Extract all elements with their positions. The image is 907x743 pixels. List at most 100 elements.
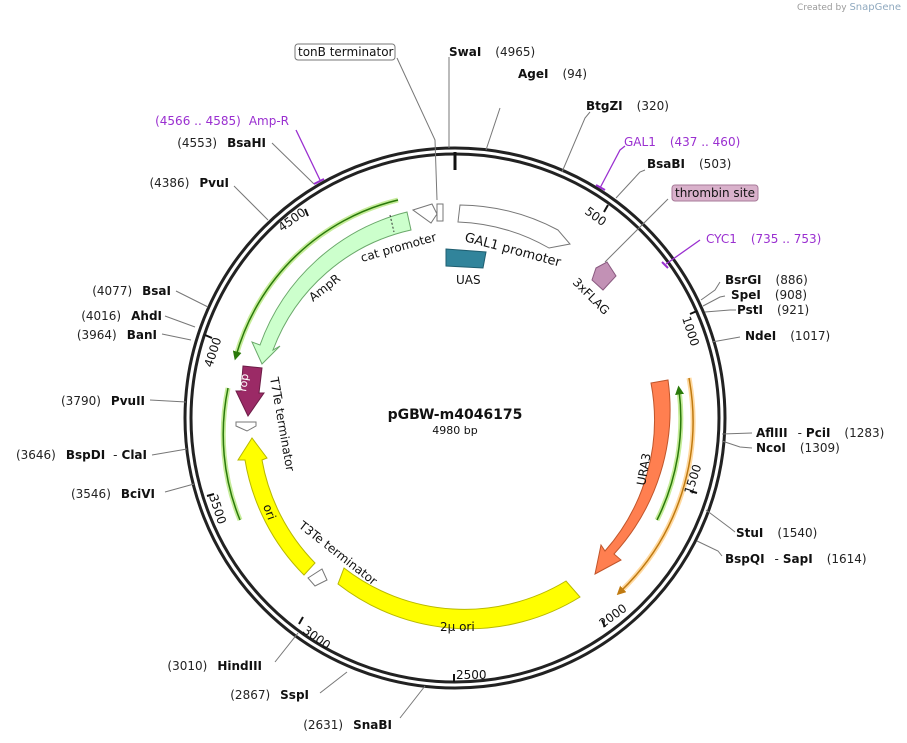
leader-tonb (396, 57, 438, 201)
feature-ura3-label: URA3 (634, 452, 653, 486)
thrombin-box (671, 184, 759, 202)
enzyme-afliii-pcii: AflIII-PciI(1283) (756, 426, 884, 440)
enzyme-bspdi-name: BspDI (66, 448, 105, 462)
enzyme-sspi-name: SspI (280, 688, 309, 702)
feature-uas-label: UAS (456, 273, 481, 287)
leader-pvui (233, 185, 269, 221)
enzyme-psti-name: PstI (737, 303, 763, 317)
enzyme-snabi: (2631) SnaBI (303, 718, 392, 732)
orange-orf-line (616, 377, 694, 596)
enzyme-stui-pos: (1540) (777, 526, 817, 540)
leader-ahdi (164, 315, 196, 328)
enzyme-ndei-name: NdeI (745, 329, 776, 343)
enzyme-bsai: (4077)BsaI (92, 284, 171, 298)
credit-prefix: Created by (797, 3, 847, 13)
enzyme-btgzi-pos: (320) (637, 99, 669, 113)
enzyme-bsai-pos: (4077) (92, 284, 132, 298)
enzyme-swai: SwaI(4965) (449, 45, 535, 59)
leader-sspi (319, 671, 348, 694)
leader-bspqi (696, 540, 723, 557)
enzyme-spei: SpeI (908) (731, 288, 807, 302)
enzyme-bsabi-pos: (503) (699, 157, 731, 171)
ampr-orf-line (232, 199, 399, 361)
enzyme-bspqi-name: BspQI (725, 552, 765, 566)
leader-bsabi (615, 169, 646, 199)
marker-gal1-site (595, 184, 606, 191)
feature-cat-promoter-arrow (436, 203, 444, 222)
enzyme-bspdi-pos: (3646) (16, 448, 56, 462)
backbone-outer (183, 146, 727, 690)
enzyme-afliii-name: AflIII (756, 426, 788, 440)
enzyme-bcivi-pos: (3546) (71, 487, 111, 501)
snapgene-credit: Created by SnapGene (797, 2, 901, 13)
enzyme-spei-name: SpeI (731, 288, 761, 302)
site-leaders (295, 129, 701, 269)
feature-rop-label: rop (236, 373, 251, 393)
enzyme-clai-name: ClaI (122, 448, 147, 462)
leader-afliii (721, 432, 753, 435)
feature-ori-label: ori (260, 502, 278, 521)
enzyme-stui: StuI (1540) (736, 526, 817, 540)
enzyme-psti-pos: (921) (777, 303, 809, 317)
enzyme-ndei-pos: (1017) (790, 329, 830, 343)
tonb-box (294, 43, 396, 61)
feature-2mu-ori (337, 567, 581, 630)
tick-4500-mark (304, 208, 309, 217)
site-ampr-name: Amp-R (249, 114, 289, 128)
tick-1500: 1500 (682, 463, 705, 496)
leader-btgzi (561, 111, 591, 173)
feature-2mu-ori-label: 2μ ori (440, 620, 475, 634)
enzyme-pvui-pos: (4386) (149, 176, 189, 190)
leader-bani (161, 333, 192, 341)
snapgene-logo: SnapGene (849, 2, 901, 13)
site-gal1-name: GAL1 (624, 135, 656, 149)
enzyme-agei: AgeI(94) (518, 67, 587, 81)
marker-cyc1-site (661, 261, 669, 269)
tick-3000-mark (298, 616, 304, 625)
plasmid-name: pGBW-m4046175 (388, 407, 523, 423)
leader-lines (149, 57, 753, 719)
enzyme-pcii-name: PciI (806, 426, 831, 440)
enzyme-pvuii: (3790)PvuII (61, 394, 145, 408)
tick-1500-mark (689, 490, 698, 494)
enzyme-ahdi-name: AhdI (131, 309, 162, 323)
tick-1000-mark (689, 310, 698, 315)
enzyme-bani-name: BanI (127, 328, 157, 342)
tick-4000-mark (204, 334, 213, 339)
enzyme-ncoi-pos: (1309) (800, 441, 840, 455)
leader-ncoi (721, 440, 753, 449)
rop-orf-arc (220, 387, 243, 521)
enzyme-bsrgi-name: BsrGI (725, 273, 762, 287)
feature-ura3-arrow (594, 379, 671, 575)
enzyme-sspi: (2867)SspI (230, 688, 309, 702)
enzyme-afliii-pos: (1283) (844, 426, 884, 440)
enzyme-bsahi: (4553)BsaHI (177, 136, 266, 150)
leader-gal1-site (599, 145, 626, 189)
feature-ori-arrow (237, 437, 316, 576)
enzyme-spei-pos: (908) (775, 288, 807, 302)
leader-bsrgi (700, 281, 721, 301)
enzyme-hindiii-pos: (3010) (167, 659, 207, 673)
leader-bcivi (164, 483, 195, 493)
ampr-split (389, 214, 395, 233)
enzyme-ncoi-name: NcoI (756, 441, 786, 455)
tick-3500-mark (206, 493, 215, 497)
feature-t7te-arrow (235, 421, 257, 432)
leader-ampr-site (295, 129, 321, 181)
enzyme-snabi-pos: (2631) (303, 718, 343, 732)
feature-t7te-label: T7Te terminator (267, 375, 298, 472)
thrombin-site-label: thrombin site (675, 186, 755, 200)
enzyme-bspdi-clai: (3646)BspDI-ClaI (16, 448, 147, 462)
enzyme-swai-pos: (4965) (495, 45, 535, 59)
enzyme-bsrgi: BsrGI(886) (725, 273, 808, 287)
site-gal1: GAL1(437 .. 460) (624, 135, 740, 149)
leader-pvuii (149, 399, 187, 403)
feature-rop-arrow (235, 365, 265, 417)
enzyme-hindiii-name: HindIII (217, 659, 262, 673)
leader-bsai (175, 290, 209, 308)
enzyme-snabi-name: SnaBI (353, 718, 392, 732)
leader-hindiii (274, 632, 299, 663)
enzyme-ahdi-pos: (4016) (81, 309, 121, 323)
enzyme-stui-name: StuI (736, 526, 763, 540)
